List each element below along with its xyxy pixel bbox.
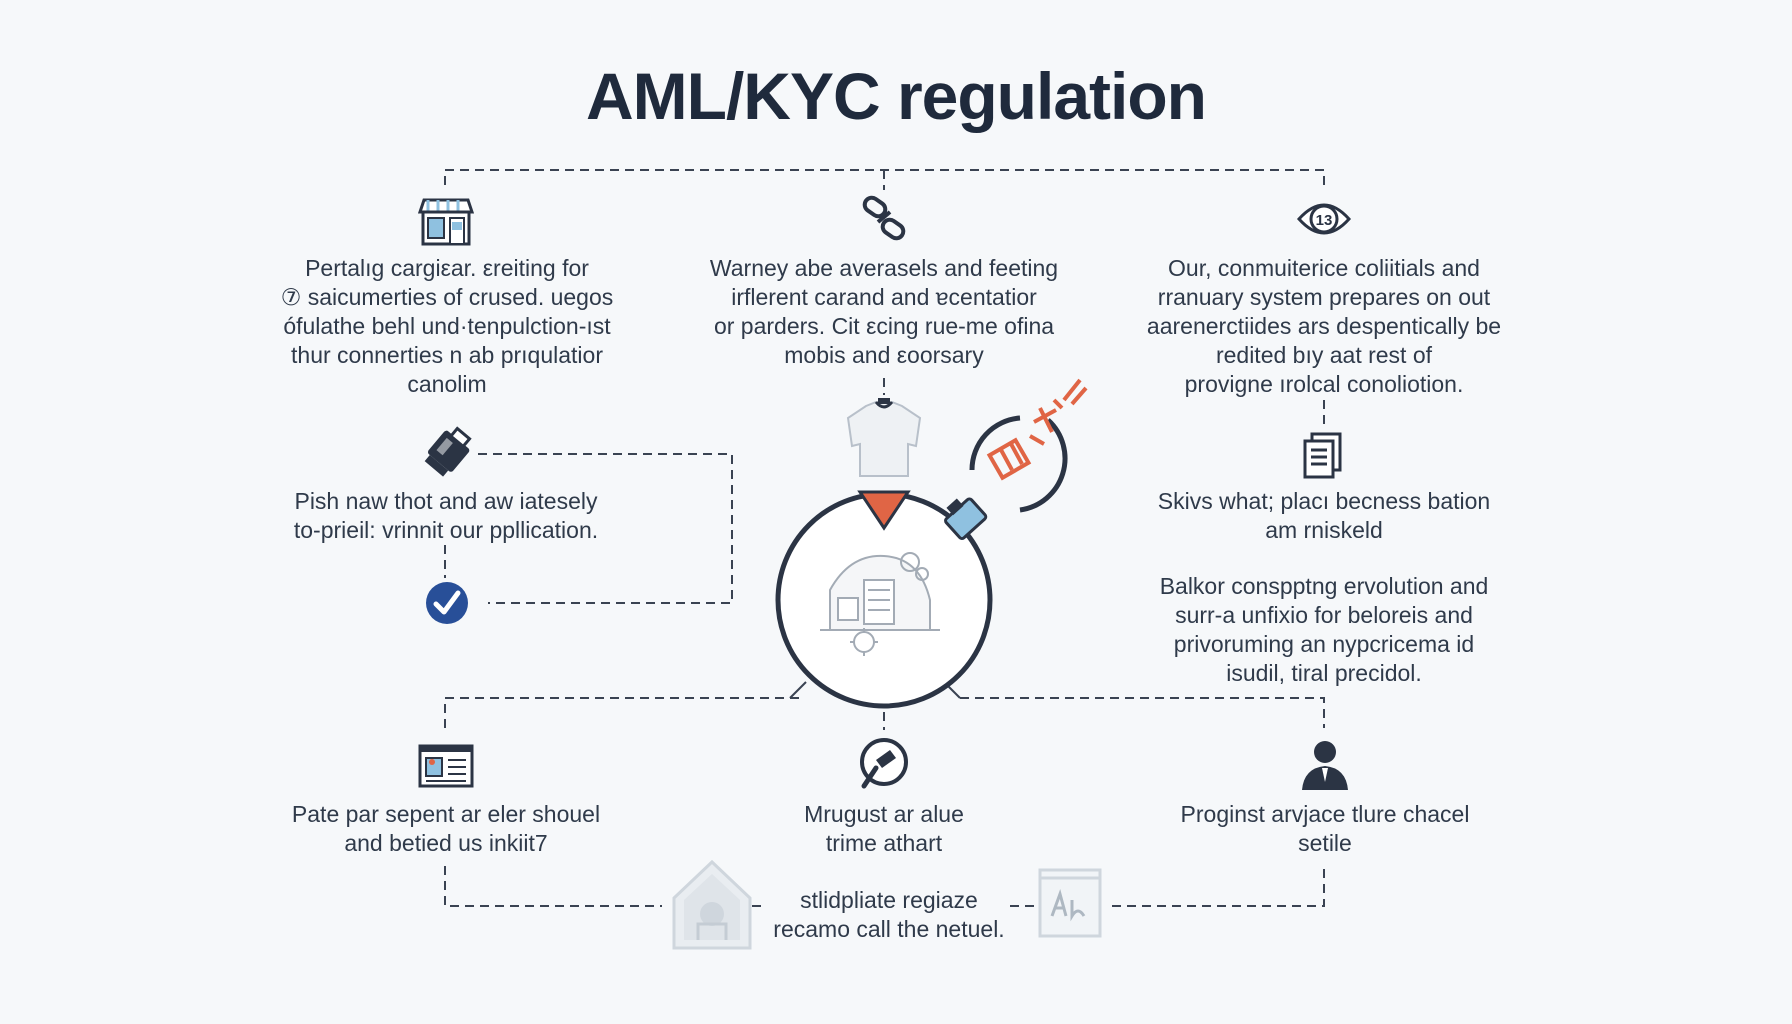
text-block-mid-right-2: Balkor conspptng ervolution and surr-a u… [1130,572,1518,688]
page-title: AML/KYC regulation [586,59,1207,133]
badge-number: 13 [1316,212,1333,229]
text-block-footer: stlidpliate regiaze recamo call the netu… [752,886,1026,944]
text-block-top-left: Pertalıg cargiεar. εreiting for ⑦ saicum… [262,254,632,399]
text-line: Our, conmuiterice coliitials and [1168,255,1480,281]
text-line: Proginst arvjace tlure chacel [1180,801,1470,827]
text-line: Pate par sepent ar eler shouel [291,801,601,827]
text-line: privoruming an nypcricema id [1173,631,1475,657]
text-line: trime athart [825,830,943,856]
eye-badge-icon: 13 [1296,203,1352,235]
link-icon [862,195,906,241]
text-line: Pish naw thot and aw iatesely [294,488,598,514]
text-line: Skivs what; placı becness bation [1157,488,1491,514]
text-block-mid-left: Pish naw thot and aw iatesely to-prieil:… [266,487,626,545]
document-icon [1303,432,1342,479]
text-line: recamo call the netuel. [773,916,1005,942]
house-icon [672,859,752,950]
text-line: Mrugust ar alue [804,801,964,827]
text-line: and betied us inkiit7 [344,830,548,856]
text-line: redited bıy aat rest of [1215,342,1433,368]
connector-bottom-right [1112,866,1325,907]
text-line: to-prieil: vrinnit our ppllication. [293,517,599,543]
text-block-bottom-right: Proginst arvjace tlure chacel setile [1160,800,1490,858]
check-icon [426,582,468,624]
person-icon [1302,741,1348,790]
connector-mid-frame-right [960,697,1325,728]
store-icon [418,198,474,246]
text-line: irflerent carand and ɐcentatior [731,284,1037,310]
id-card-icon [418,744,474,788]
stamp-arc-icon [969,378,1088,513]
text-block-bottom-center: Mrugust ar alue trime athart [764,800,1004,858]
text-block-top-right: Our, conmuiterice coliitials and rranuar… [1128,254,1520,399]
text-line: setile [1298,830,1352,856]
text-block-top-center: Warney abe averasels and feeting irflere… [684,254,1084,370]
text-line: ⑦ saicumerties of crused. uegos [280,284,614,310]
text-line: mobis and εoorsary [784,342,984,368]
text-line: Pertalıg cargiεar. εreiting for [305,255,589,281]
text-line: am rniskeld [1265,517,1383,543]
text-line: thur connerties n ab prıqulatior [291,342,603,368]
text-line: canolim [407,371,487,397]
central-hub-icon [775,490,993,709]
text-line: provigne ırolcal conoliotion. [1184,371,1464,397]
text-line: Warney abe averasels and feeting [709,255,1059,281]
text-line: or parders. Cit εcing rue-me ofina [713,313,1055,339]
connector-mid-frame [444,697,800,728]
pointer-triangle [857,490,911,531]
text-block-mid-right-1: Skivs what; placı becness bation am rnis… [1136,487,1512,545]
signature-document-icon [1038,868,1102,938]
connector-bottom-left [444,866,662,907]
text-line: surr-a unfixio for beloreis and [1175,602,1473,628]
text-line: Balkor conspptng ervolution and [1159,573,1489,599]
text-line: stlidpliate regiaze [800,887,978,913]
shirt-icon [846,398,922,477]
magnifier-badge-icon [860,738,908,789]
connector-left-bracket [478,453,733,604]
text-line: aarenerctiides ars despentically be [1146,313,1502,339]
text-line: isudil, tiral precidol. [1226,660,1422,686]
text-line: ófulathe behl und·tenpulction-ıst [283,313,611,339]
text-line: rranuary system prepares on out [1157,284,1491,310]
text-block-bottom-left: Pate par sepent ar eler shouel and betie… [276,800,616,858]
usb-device-icon [424,426,472,477]
